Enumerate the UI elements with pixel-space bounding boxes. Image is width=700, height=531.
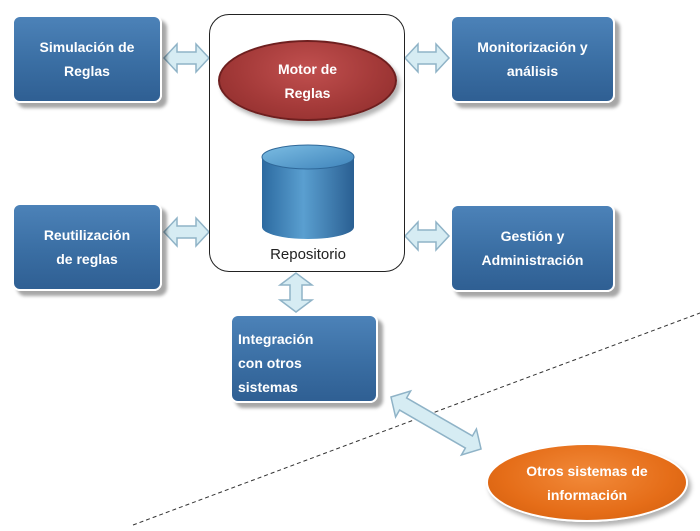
- integracion-label-line-3: sistemas: [238, 378, 298, 395]
- otros-sistemas-ellipse: Otros sistemas de información: [486, 443, 688, 522]
- monitorizacion-label-line-2: análisis: [506, 63, 559, 79]
- integracion-label-line-1: Integración: [238, 330, 314, 347]
- integracion-otros-sistemas-box: Integración con otros sistemas: [230, 314, 378, 403]
- otros-sistemas-label-line-2: información: [546, 486, 628, 503]
- arrow-gestion-repositorio: [403, 220, 451, 252]
- arrow-monitorizacion-motor: [403, 42, 451, 74]
- simulacion-reglas-box: Simulación de Reglas: [12, 15, 162, 103]
- repository-label: Repositorio: [270, 246, 346, 263]
- arrow-repositorio-integracion: [277, 272, 315, 313]
- gestion-label-line-2: Administración: [481, 252, 584, 268]
- rules-engine-label-line-1: Motor de: [277, 60, 338, 77]
- monitorizacion-analisis-box: Monitorización y análisis: [450, 15, 615, 103]
- gestion-label-line-1: Gestión y: [500, 228, 565, 244]
- otros-sistemas-label-line-1: Otros sistemas de: [526, 462, 648, 479]
- rules-engine-label-line-2: Reglas: [284, 84, 331, 101]
- integracion-label-line-2: con otros: [238, 354, 302, 371]
- simulacion-label-line-2: Reglas: [64, 63, 110, 79]
- gestion-administracion-box: Gestión y Administración: [450, 204, 615, 292]
- rules-engine-ellipse: Motor de Reglas: [218, 40, 397, 121]
- arrow-integracion-otros-sistemas: [390, 389, 482, 457]
- reutilizacion-label-line-1: Reutilización: [43, 227, 131, 243]
- reutilizacion-label-line-2: de reglas: [56, 251, 118, 267]
- simulacion-label-line-1: Simulación de: [39, 39, 135, 55]
- reutilizacion-reglas-box: Reutilización de reglas: [12, 203, 162, 291]
- monitorizacion-label-line-1: Monitorización y: [477, 39, 588, 55]
